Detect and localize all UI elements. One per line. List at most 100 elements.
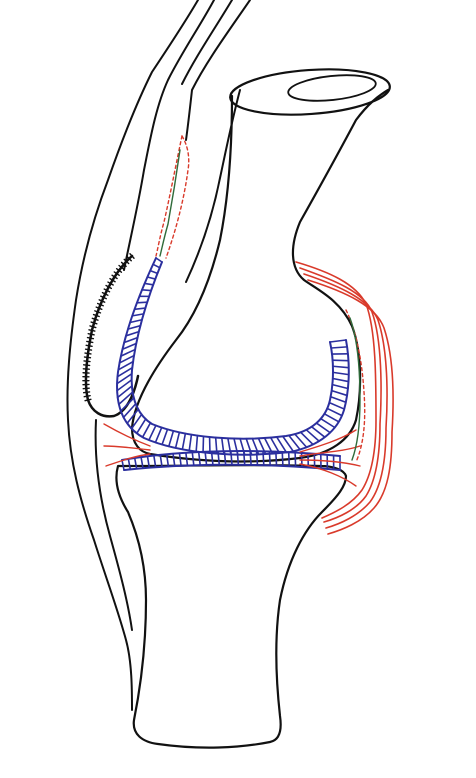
anterior-fibers xyxy=(103,445,151,451)
patella-tick xyxy=(96,302,104,307)
cartilage-hatch-line xyxy=(123,336,139,344)
patella-tick xyxy=(89,325,97,329)
cartilage-hatch-line xyxy=(127,324,142,330)
patella-tick xyxy=(86,340,94,344)
patella-tick xyxy=(105,284,113,290)
patella-tick xyxy=(120,261,127,268)
cartilage-hatch-line xyxy=(262,450,265,466)
patella-tick xyxy=(100,295,107,300)
cartilage-hatch-line xyxy=(299,431,314,446)
cartilage-hatch-line xyxy=(168,430,175,448)
patella-tick xyxy=(84,398,92,402)
patella-tick xyxy=(111,274,118,280)
patella-tick xyxy=(126,255,132,262)
synovial-line-posterior xyxy=(349,317,361,461)
suprapatellar-bursa xyxy=(165,135,190,259)
cartilage-hatch-line xyxy=(119,397,135,412)
cartilage-hatch-line xyxy=(268,450,271,467)
femoral-cartilage-inner xyxy=(130,261,334,440)
patella-tick xyxy=(103,288,111,293)
posterior-fibers xyxy=(299,463,357,487)
cartilage-hatch-line xyxy=(188,433,193,452)
cartilage-hatch-line xyxy=(130,413,143,430)
cartilage-hatch-line xyxy=(116,385,133,399)
cartilage-hatch-line xyxy=(191,451,195,467)
cartilage-hatch-line xyxy=(217,450,221,466)
cartilage-hatch-line xyxy=(116,372,133,385)
cartilage-hatch-line xyxy=(331,359,350,362)
cartilage-hatch-line xyxy=(118,354,135,364)
synovial-line xyxy=(159,149,361,461)
femur-shaft-and-condyle xyxy=(130,88,390,463)
cartilage-hatch-line xyxy=(288,434,301,451)
patella-tick xyxy=(115,267,123,273)
cartilage-hatch-line xyxy=(330,389,348,397)
capsule-layer xyxy=(303,273,388,529)
patella-tick xyxy=(98,299,106,303)
cartilage-hatch-line xyxy=(323,413,340,423)
tibial-cartilage-hatching xyxy=(121,450,341,471)
patella-tick xyxy=(83,394,91,398)
tendon-strand xyxy=(185,89,241,283)
cartilage-hatch-line xyxy=(305,429,320,442)
cartilage-hatch-line xyxy=(281,451,284,467)
cartilage-hatch-line xyxy=(204,450,208,466)
cartilage-hatch-line xyxy=(165,453,170,468)
cartilage-hatch-line xyxy=(328,401,346,410)
cartilage-hatch-line xyxy=(133,457,138,470)
cartilage-hatch-line xyxy=(127,458,132,471)
capsule-layer xyxy=(295,261,377,519)
posterior-fibers xyxy=(299,459,361,467)
cartilage-hatch-line xyxy=(197,451,201,466)
cartilage-hatch-line xyxy=(146,455,151,469)
cartilage-hatch-line xyxy=(141,422,152,438)
cartilage-hatch-line xyxy=(242,450,246,466)
cartilage-hatch-line xyxy=(120,348,136,357)
patella xyxy=(82,253,140,418)
patella-tick xyxy=(92,313,100,318)
cartilage-hatch-line xyxy=(185,451,189,467)
patella-tick xyxy=(83,356,92,359)
femoral-cartilage-hatching xyxy=(116,257,350,456)
patella-tick xyxy=(107,281,114,286)
tibia-outline xyxy=(115,464,348,749)
femur-top-opening xyxy=(229,68,391,116)
patella-tick xyxy=(90,321,98,325)
cartilage-hatch-line xyxy=(230,450,233,466)
cartilage-hatch-line xyxy=(330,346,348,349)
cartilage-hatch-line xyxy=(319,417,336,429)
cartilage-hatch-line xyxy=(223,450,227,466)
tendon-strand xyxy=(185,0,251,141)
cartilage-hatch-line xyxy=(287,451,291,467)
patella-tick xyxy=(84,348,93,351)
cartilage-hatch-line xyxy=(117,360,134,371)
tibial-cartilage-top xyxy=(121,450,341,461)
cartilage-hatch-line xyxy=(159,454,163,468)
femoral-cartilage-outer xyxy=(116,257,350,456)
cartilage-hatch-line xyxy=(210,450,214,466)
patella-tick xyxy=(118,264,125,270)
cartilage-hatch-line xyxy=(161,428,169,446)
cartilage-hatch-line xyxy=(332,365,350,369)
cartilage-hatch-line xyxy=(149,269,159,275)
cartilage-hatch-line xyxy=(131,313,145,317)
posterior-fibers xyxy=(299,429,357,453)
cartilage-hatch-line xyxy=(255,450,259,466)
tibia xyxy=(115,464,348,749)
cartilage-hatch-line xyxy=(143,282,154,286)
patella-tick xyxy=(82,364,91,367)
cartilage-hatch-line xyxy=(146,276,157,280)
joint-capsule xyxy=(103,135,394,535)
patella-tick xyxy=(85,344,93,347)
capsule-layer xyxy=(299,267,382,523)
cartilage-hatch-line xyxy=(122,403,137,419)
synovial-line-anterior xyxy=(159,149,181,257)
cartilage-hatch-line xyxy=(141,289,152,292)
cartilage-hatch-line xyxy=(135,418,147,435)
patella-tick xyxy=(91,317,99,321)
patella-tick xyxy=(113,271,120,277)
cartilage-hatch-line xyxy=(133,307,147,311)
patella-tick xyxy=(82,391,91,394)
